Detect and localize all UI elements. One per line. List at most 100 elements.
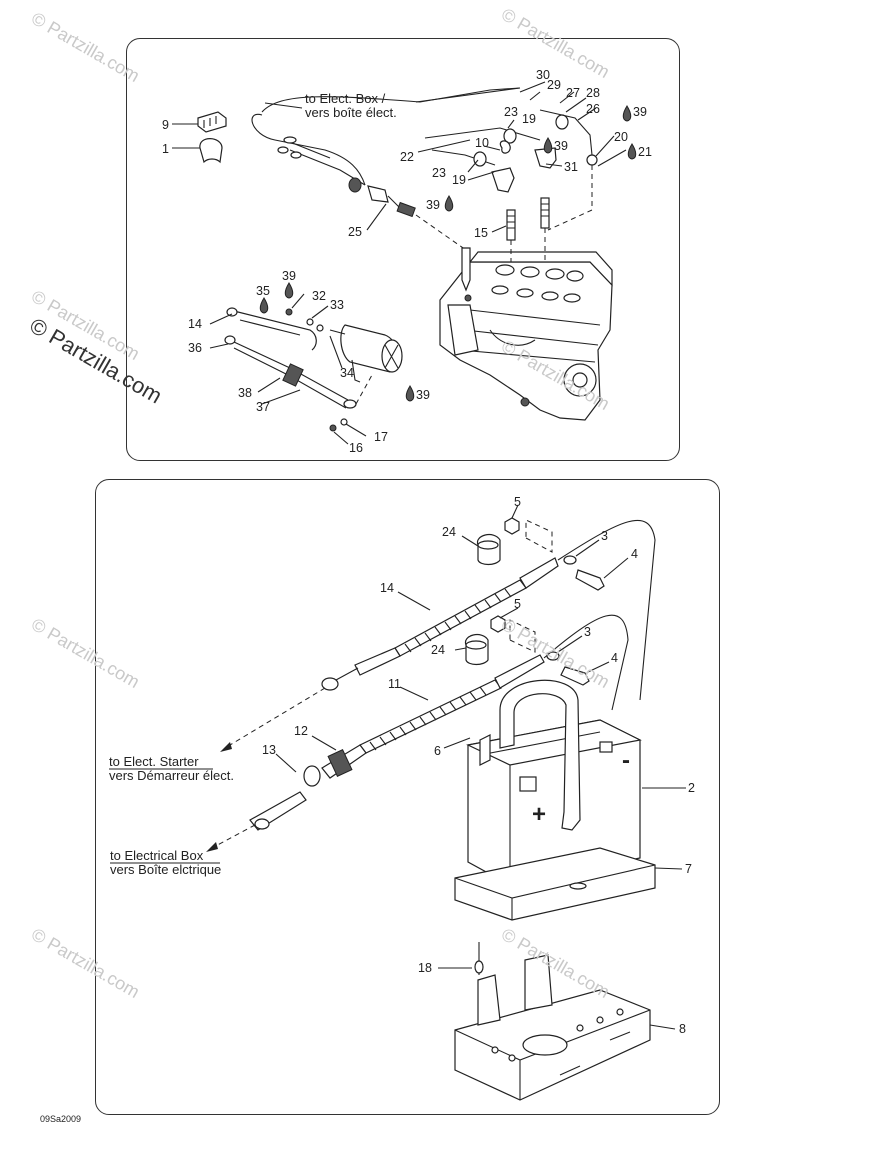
svg-text:33: 33: [330, 298, 344, 312]
svg-text:© Partzilla.com: © Partzilla.com: [28, 614, 143, 692]
engine-illustration: [439, 251, 613, 421]
svg-text:9: 9: [162, 118, 169, 132]
note-elect-box-en: to Elect. Box /: [305, 91, 386, 106]
svg-text:11: 11: [388, 677, 401, 691]
starter-motor: [329, 324, 403, 383]
svg-text:24: 24: [431, 643, 445, 657]
washer-33: [306, 318, 314, 326]
spark-plug-15b: [540, 197, 550, 262]
callout-labels-top: 30 29 27 28 26 39 23 19 22 10 39 20 21 2…: [162, 68, 652, 455]
boot-24-lower: [464, 633, 489, 666]
cable-36: [224, 335, 373, 432]
svg-text:22: 22: [400, 150, 414, 164]
svg-text:vers Démarreur élect.: vers Démarreur élect.: [109, 768, 234, 783]
svg-text:4: 4: [611, 651, 618, 665]
svg-text:39: 39: [633, 105, 647, 119]
svg-text:4: 4: [631, 547, 638, 561]
svg-text:16: 16: [349, 441, 363, 455]
svg-text:18: 18: [418, 961, 432, 975]
svg-text:3: 3: [601, 529, 608, 543]
svg-text:1: 1: [162, 142, 169, 156]
svg-text:39: 39: [282, 269, 296, 283]
note-elect-box-fr: vers boîte élect.: [305, 105, 397, 120]
svg-text:© Partzilla.com: © Partzilla.com: [498, 4, 613, 82]
svg-text:20: 20: [614, 130, 628, 144]
svg-text:13: 13: [262, 743, 276, 757]
svg-text:39: 39: [426, 198, 440, 212]
svg-text:29: 29: [547, 78, 561, 92]
svg-text:6: 6: [434, 744, 441, 758]
svg-text:8: 8: [679, 1022, 686, 1036]
svg-text:24: 24: [442, 525, 456, 539]
svg-text:27: 27: [566, 86, 580, 100]
grease-drop-icons: [259, 105, 637, 402]
boot-24-upper: [476, 533, 501, 566]
svg-text:12: 12: [294, 724, 308, 738]
svg-text:21: 21: [638, 145, 652, 159]
pin-18: [474, 942, 484, 975]
leader-lines-bottom: [275, 504, 686, 1030]
svg-text:37: 37: [256, 400, 270, 414]
bolt-32: [285, 308, 293, 316]
arrow-to-starter: [220, 687, 326, 752]
svg-text:39: 39: [416, 388, 430, 402]
svg-text:19: 19: [452, 173, 466, 187]
svg-text:14: 14: [380, 581, 394, 595]
svg-text:32: 32: [312, 289, 326, 303]
svg-text:7: 7: [685, 862, 692, 876]
svg-text:© Partzilla.com: © Partzilla.com: [28, 924, 143, 1002]
svg-text:34: 34: [340, 366, 354, 380]
svg-text:38: 38: [238, 386, 252, 400]
connector-9: [197, 111, 227, 133]
svg-text:39: 39: [554, 139, 568, 153]
svg-text:23: 23: [432, 166, 446, 180]
hardware-lower: [490, 615, 590, 686]
ignition-leads: [424, 109, 598, 231]
svg-text:17: 17: [374, 430, 388, 444]
clip-1: [199, 138, 223, 164]
hardware-upper: [504, 517, 605, 591]
arrow-to-electrical-box: [206, 824, 256, 852]
svg-text:© Partzilla.com: © Partzilla.com: [498, 614, 613, 692]
wiring-harness-25: [251, 87, 521, 292]
cable-11-bottom: [249, 614, 629, 831]
cable-14-bottom: [321, 519, 656, 701]
svg-text:vers Boîte elctrique: vers Boîte elctrique: [110, 862, 221, 877]
callout-labels-bottom: 5 24 3 4 14 5 3 24 4 11 6 2 12 13 7 18 8: [262, 495, 695, 1036]
svg-text:14: 14: [188, 317, 202, 331]
note-electrical-box: to Electrical Box vers Boîte elctrique: [110, 848, 221, 877]
svg-text:19: 19: [522, 112, 536, 126]
svg-text:15: 15: [474, 226, 488, 240]
svg-text:28: 28: [586, 86, 600, 100]
minus-terminal-symbol: -: [622, 747, 630, 774]
spark-plug-cap-19: [491, 147, 557, 193]
battery-support-8: [454, 954, 651, 1101]
svg-text:26: 26: [586, 102, 600, 116]
spark-plug-15: [506, 209, 516, 262]
battery-2: [466, 719, 642, 886]
plus-terminal-symbol: +: [532, 801, 546, 828]
svg-text:3: 3: [584, 625, 591, 639]
svg-text:31: 31: [564, 160, 578, 174]
svg-text:5: 5: [514, 495, 521, 509]
svg-text:© Partzilla.com: © Partzilla.com: [498, 924, 613, 1002]
svg-text:10: 10: [475, 136, 489, 150]
svg-text:2: 2: [688, 781, 695, 795]
svg-text:to Elect. Starter: to Elect. Starter: [109, 754, 199, 769]
svg-text:25: 25: [348, 225, 362, 239]
svg-text:© Partzilla.com: © Partzilla.com: [28, 8, 143, 86]
cable-14: [226, 307, 317, 351]
strap-6: [499, 679, 581, 831]
svg-text:to Electrical Box: to Electrical Box: [110, 848, 204, 863]
svg-text:5: 5: [514, 597, 521, 611]
leader-lines-top: [172, 81, 627, 445]
nut-33: [316, 324, 324, 332]
svg-text:23: 23: [504, 105, 518, 119]
diagram-code: 09Sa2009: [40, 1114, 81, 1124]
tray-7: [454, 847, 656, 921]
svg-text:30: 30: [536, 68, 550, 82]
svg-text:36: 36: [188, 341, 202, 355]
svg-text:35: 35: [256, 284, 270, 298]
note-elect-starter: to Elect. Starter vers Démarreur élect.: [109, 754, 234, 783]
